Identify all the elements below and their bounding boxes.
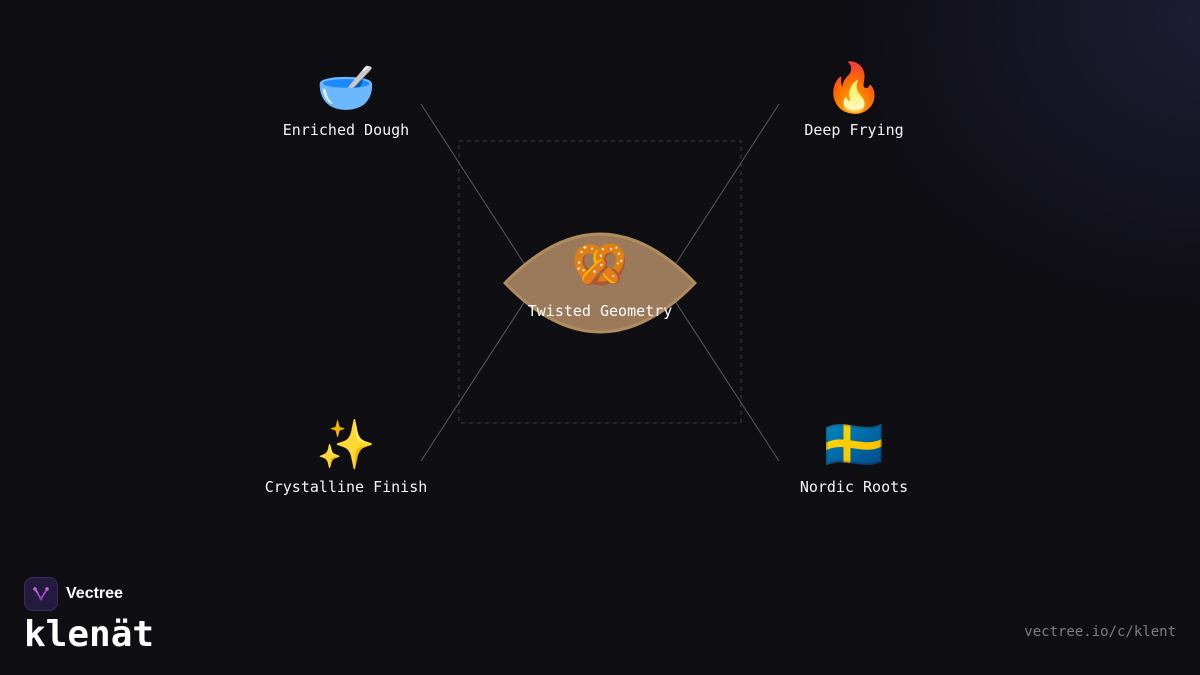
dashed-frame: [458, 140, 742, 424]
brand-block: Vectree klenät: [24, 577, 154, 657]
node-crystalline-finish: ✨ Crystalline Finish: [265, 417, 428, 497]
sparkles-icon: ✨: [316, 417, 376, 473]
brand-row: Vectree: [24, 577, 154, 611]
connector-deep-frying: [672, 103, 780, 269]
connector-crystalline-finish: [420, 297, 528, 462]
node-deep-frying: 🔥 Deep Frying: [804, 60, 903, 140]
connector-nordic-roots: [672, 297, 780, 462]
fire-icon: 🔥: [824, 60, 884, 116]
vectree-logo-icon: [24, 577, 58, 611]
bowl-icon: 🥣: [316, 60, 376, 116]
page-title: klenät: [24, 614, 155, 655]
node-nordic-roots: 🇸🇪 Nordic Roots: [800, 417, 908, 497]
brand-name: Vectree: [66, 585, 123, 602]
sweden-flag-icon: 🇸🇪: [824, 417, 884, 473]
pretzel-icon: 🥨: [571, 237, 629, 291]
node-label: Crystalline Finish: [264, 478, 428, 496]
source-url: vectree.io/c/klent: [1024, 624, 1176, 640]
node-label: Nordic Roots: [799, 478, 909, 496]
center-shape: [502, 232, 698, 334]
connector-enriched-dough: [420, 103, 528, 269]
node-enriched-dough: 🥣 Enriched Dough: [283, 60, 409, 140]
node-label: Enriched Dough: [282, 121, 410, 139]
center-label: Twisted Geometry: [527, 302, 673, 320]
node-label: Deep Frying: [804, 121, 904, 139]
